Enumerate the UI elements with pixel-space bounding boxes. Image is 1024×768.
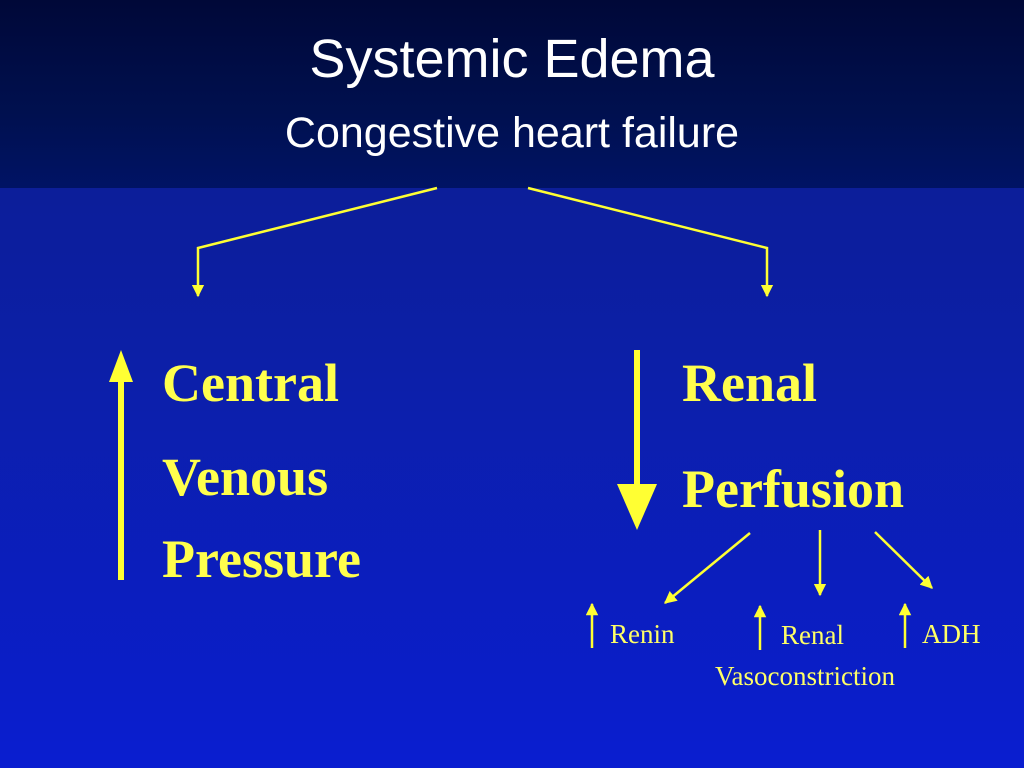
- renal-label: Renal: [682, 353, 817, 413]
- branch-arrow-left: [191, 186, 438, 298]
- arrow-to-renin: [664, 532, 751, 604]
- arrow-to-adh: [874, 531, 933, 589]
- perfusion-label: Perfusion: [682, 459, 904, 519]
- venous-label: Venous: [162, 447, 329, 507]
- page-subtitle: Congestive heart failure: [284, 109, 740, 157]
- header-band: [0, 0, 1024, 188]
- renal-vasoconstriction-line2: Vasoconstriction: [715, 661, 895, 691]
- central-label: Central: [162, 353, 339, 413]
- branch-arrow-right: [527, 186, 774, 298]
- pressure-label: Pressure: [162, 529, 361, 589]
- renin-label: Renin: [610, 619, 675, 649]
- page-title: Systemic Edema: [309, 29, 715, 89]
- renal-vasoconstriction-line1: Renal: [781, 620, 844, 650]
- down-arrow-head: [617, 484, 657, 530]
- up-arrow-head: [109, 350, 133, 382]
- adh-label: ADH: [922, 619, 981, 649]
